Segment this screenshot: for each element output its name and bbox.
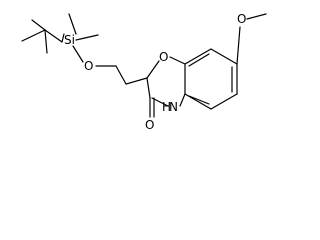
bond (68, 13, 77, 35)
bond (210, 48, 238, 65)
carbonyl-oxygen-label: O (145, 118, 154, 132)
ring-oxygen-label: O (159, 50, 168, 64)
bond (188, 95, 210, 105)
bond (44, 29, 63, 43)
bond (184, 48, 212, 65)
bond (179, 93, 186, 107)
hydrogen-atom-label: H (162, 100, 171, 114)
benzene-ring (184, 48, 238, 110)
bond (21, 29, 46, 42)
silyl-group (61, 13, 99, 63)
silicon-atom-label: Si (64, 33, 75, 47)
nitrogen-atom-label: N (169, 100, 178, 114)
bond (169, 56, 186, 65)
ether-oxygen-label: O (84, 59, 93, 73)
bond (146, 60, 160, 79)
tert-butyl-group (21, 19, 63, 54)
chemical-structure: Si O O O O N H (21, 12, 267, 132)
bond (72, 45, 84, 63)
bond (75, 34, 99, 41)
bond (236, 26, 241, 65)
bond (246, 13, 267, 20)
bond (31, 19, 46, 31)
bond (61, 33, 65, 43)
methoxy-group (236, 13, 267, 65)
ethyl-linker (95, 65, 148, 85)
methoxy-oxygen-label: O (237, 12, 246, 26)
oxazinone-ring (146, 56, 186, 118)
bond (125, 77, 148, 85)
bond (210, 93, 238, 110)
bond (146, 77, 151, 99)
bond (44, 29, 48, 54)
bond (115, 65, 127, 85)
bond (151, 97, 169, 107)
bond (188, 53, 210, 67)
